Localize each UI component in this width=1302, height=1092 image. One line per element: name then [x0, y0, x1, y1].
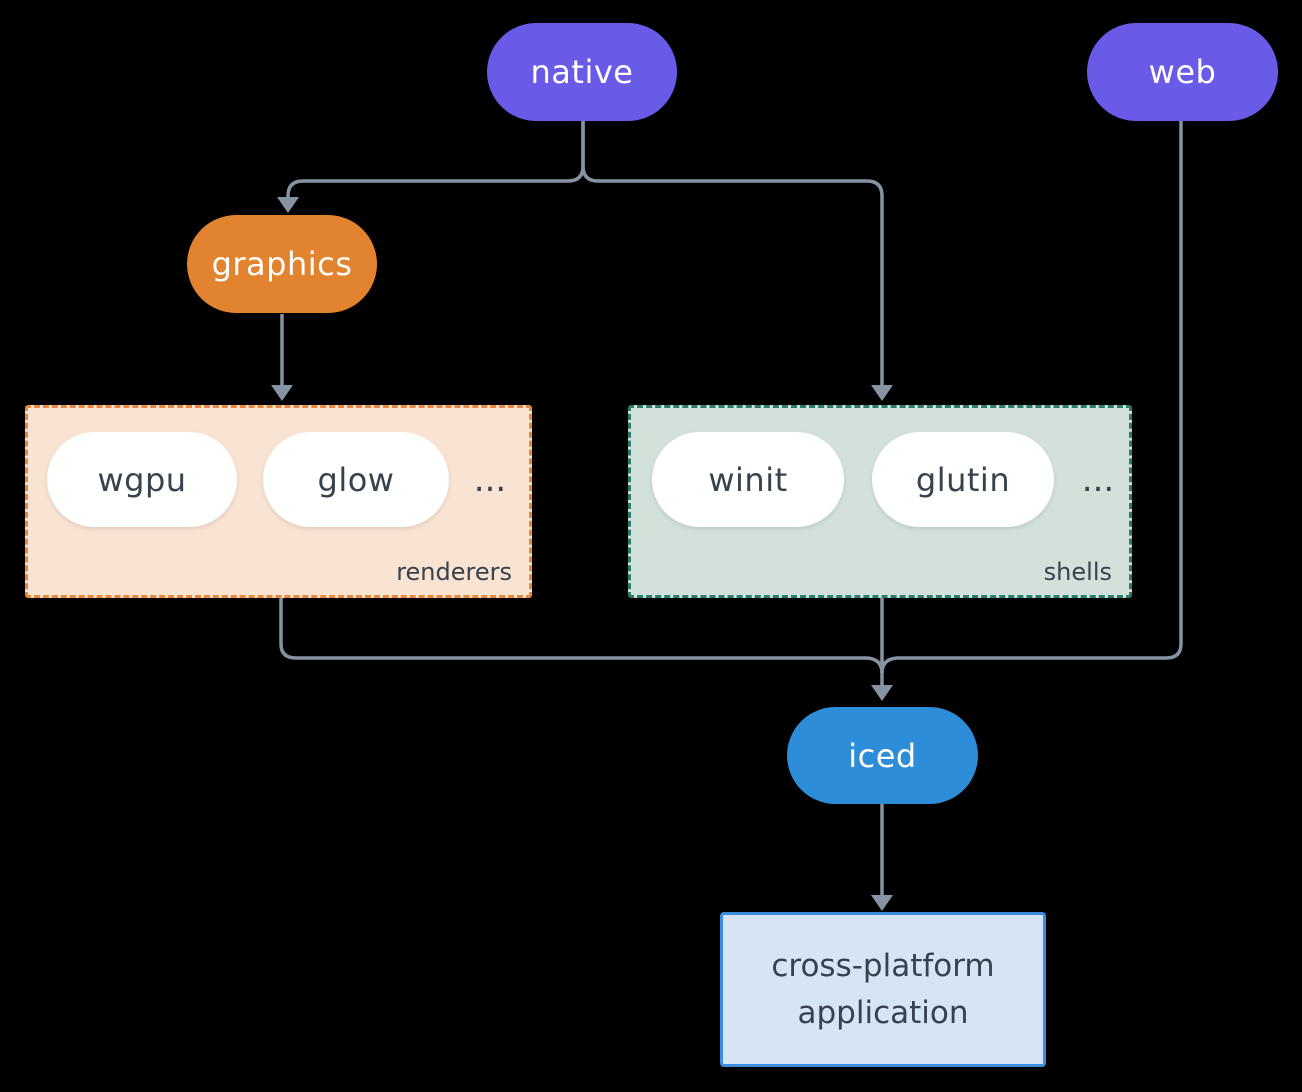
node-graphics: graphics: [187, 215, 377, 313]
node-glow-label: glow: [317, 460, 395, 499]
node-native-label: native: [530, 53, 634, 91]
node-glow: glow: [263, 432, 449, 527]
group-renderers: wgpu glow ... renderers: [25, 405, 532, 598]
app-label-line2: application: [797, 994, 969, 1031]
edge-native-graphics: [286, 121, 585, 197]
node-wgpu: wgpu: [47, 432, 237, 527]
arrowhead-renderers: [271, 385, 293, 401]
node-cross-platform-application: cross-platform application: [720, 912, 1046, 1067]
node-glutin: glutin: [872, 432, 1054, 527]
node-web-label: web: [1148, 53, 1217, 91]
arrowhead-graphics: [277, 197, 299, 213]
shells-group-label: shells: [1043, 558, 1112, 586]
edge-renderers-iced: [279, 598, 884, 674]
node-glutin-label: glutin: [915, 460, 1011, 499]
node-wgpu-label: wgpu: [97, 460, 187, 499]
node-iced: iced: [787, 707, 978, 804]
arrowhead-app: [871, 895, 893, 911]
group-shells: winit glutin ... shells: [628, 405, 1132, 598]
node-native: native: [487, 23, 677, 121]
app-label-line1: cross-platform: [771, 947, 995, 984]
node-web: web: [1087, 23, 1278, 121]
node-winit: winit: [652, 432, 844, 527]
shells-ellipsis: ...: [1081, 459, 1115, 500]
arrowhead-iced: [871, 685, 893, 701]
renderers-ellipsis: ...: [473, 459, 507, 500]
node-iced-label: iced: [848, 736, 917, 775]
renderers-group-label: renderers: [396, 558, 512, 586]
node-graphics-label: graphics: [211, 245, 353, 283]
node-winit-label: winit: [708, 460, 788, 499]
arrowhead-shells: [871, 385, 893, 401]
edge-native-shells: [581, 121, 884, 385]
